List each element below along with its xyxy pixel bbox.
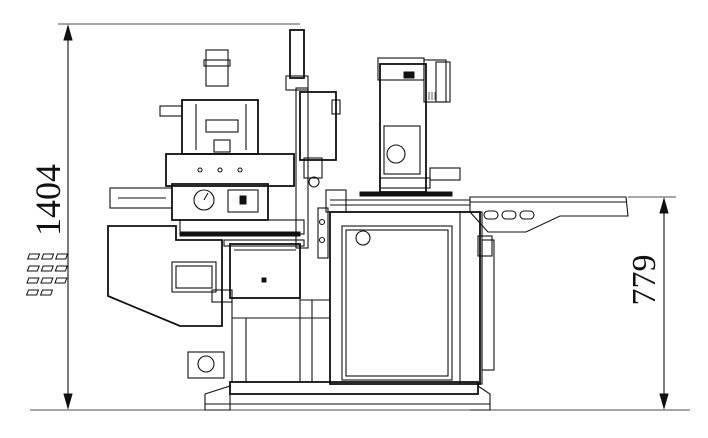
cylinder-fitting	[331, 99, 341, 115]
head-plate	[227, 189, 259, 213]
panel-housing	[107, 225, 223, 327]
cylinder-rod	[289, 29, 305, 79]
spindle-body	[379, 63, 427, 193]
vent	[26, 277, 40, 284]
right-cabinet	[329, 191, 495, 385]
center-column	[285, 29, 347, 259]
spindle-motor-cover	[435, 61, 451, 103]
spindle-cap-circle	[386, 144, 406, 164]
column-joint	[303, 157, 323, 179]
left-control-panel	[25, 225, 223, 327]
spindle-indicator	[403, 71, 415, 79]
tower-left-bracket	[159, 105, 183, 117]
vent	[54, 277, 68, 284]
slot	[501, 210, 517, 220]
left-tower	[159, 49, 259, 155]
vent	[54, 253, 69, 260]
gauge-dial	[193, 189, 215, 211]
vent	[40, 277, 54, 284]
left-foot-box	[187, 351, 225, 379]
head-dot	[217, 167, 223, 173]
slot	[483, 210, 499, 220]
dimension-label-table: 779	[626, 255, 663, 306]
arrow-down	[63, 393, 73, 410]
vent	[39, 289, 54, 296]
gauge-needle	[203, 192, 209, 201]
lower-bracket	[211, 289, 233, 303]
column-slide	[317, 207, 329, 259]
spindle-top-cap	[377, 57, 425, 81]
right-spindle-head	[377, 57, 461, 193]
arrow-up-table	[659, 197, 669, 214]
right-foot	[470, 385, 491, 411]
dimension-label-total: 1404	[28, 164, 68, 236]
left-foot-bolt	[197, 355, 215, 373]
cabinet-side-panel	[459, 211, 483, 385]
motor-box-top	[223, 239, 305, 247]
slot	[519, 210, 535, 220]
motor-box	[229, 243, 301, 299]
tower-motor	[205, 49, 229, 87]
left-work-head	[109, 153, 305, 237]
cabinet-door-inner	[345, 229, 449, 377]
arrow-down-table	[659, 393, 669, 410]
column-bracket	[325, 189, 347, 213]
tower-block	[213, 139, 231, 153]
table-slots	[483, 210, 535, 220]
slide-hole	[318, 218, 326, 226]
spindle-arm	[429, 167, 461, 181]
slide-hole	[318, 236, 326, 244]
arrow-up	[63, 24, 73, 41]
column-rail	[295, 87, 309, 249]
head-dot	[237, 167, 243, 173]
vent	[26, 253, 41, 260]
cabinet-switch	[477, 235, 493, 257]
motor-box-dot	[261, 277, 267, 283]
spindle-clamp	[379, 177, 431, 189]
right-extension-table	[469, 196, 629, 233]
head-dot	[197, 167, 203, 173]
head-center-block	[171, 183, 269, 221]
lower-frame	[231, 297, 301, 383]
cabinet-body	[329, 211, 481, 385]
spindle-window	[383, 125, 421, 175]
vent	[26, 265, 40, 272]
vent	[40, 265, 54, 272]
panel-screen	[171, 261, 217, 293]
spindle-motor	[423, 59, 447, 103]
panel-screen-inner	[175, 265, 213, 289]
cylinder-body	[299, 91, 337, 161]
tower-motor-band	[203, 59, 231, 67]
cabinet-door-outer	[341, 225, 453, 381]
center-lower-unit	[211, 239, 330, 383]
dimension-table-height: 779	[626, 196, 676, 410]
cabinet-right-rail	[481, 239, 495, 371]
panel-vents	[25, 253, 69, 296]
extension-table-plate	[469, 196, 629, 233]
head-marker	[239, 195, 247, 205]
cabinet-lock	[355, 230, 371, 246]
cylinder-collar	[285, 75, 309, 91]
column-knob	[308, 176, 320, 188]
vent	[40, 253, 55, 260]
vent	[25, 289, 40, 296]
left-foot	[204, 385, 231, 411]
dimension-total-height: 1404	[28, 23, 690, 411]
tower-crossbar	[205, 119, 239, 133]
machine-base	[187, 351, 491, 411]
tower-frame	[181, 99, 259, 155]
head-upper-body	[165, 153, 295, 187]
vent	[54, 265, 68, 272]
head-guide	[179, 231, 301, 237]
